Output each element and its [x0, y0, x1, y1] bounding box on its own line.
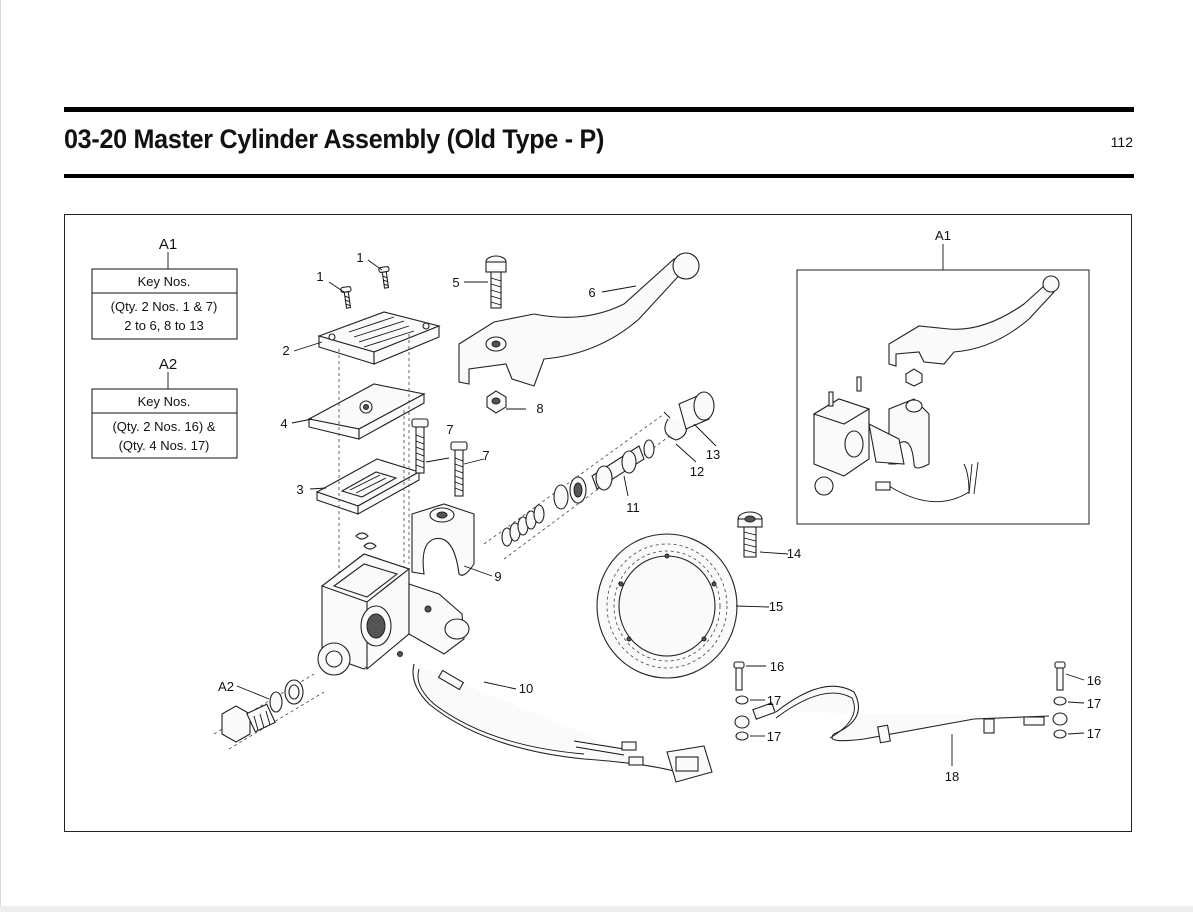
key-a2-label: A2	[159, 356, 177, 373]
callout-17-lower-right: 17	[1087, 726, 1101, 741]
key-table-a2: A2 Key Nos. (Qty. 2 Nos. 16) & (Qty. 4 N…	[91, 356, 238, 459]
callout-1-upper: 1	[356, 250, 363, 265]
callout-1-lower: 1	[316, 269, 323, 284]
callout-5: 5	[452, 275, 459, 290]
part-9-handlebar-clamp	[411, 503, 475, 576]
key-a1-label: A1	[159, 236, 177, 253]
part-18-brake-hose	[734, 685, 1068, 744]
callout-16-right: 16	[1087, 673, 1101, 688]
master-cylinder-body	[317, 553, 470, 676]
header-rule-top	[64, 107, 1134, 112]
part-13-dust-boot	[678, 391, 715, 430]
header-rule-bottom	[64, 174, 1134, 178]
part-2-reservoir-cap	[317, 311, 441, 365]
inset-a1-label: A1	[935, 228, 951, 243]
key-a1-line1: (Qty. 2 Nos. 1 & 7)	[111, 299, 218, 314]
callout-numbers: 1 1 2 4 3 5 6 8 7 7 13 12 11 9 10 14 15 …	[218, 250, 1101, 784]
key-a1-heading: Key Nos.	[138, 274, 191, 289]
part-17-sealing-washers	[735, 695, 1067, 741]
callout-9: 9	[494, 569, 501, 584]
leader-lines	[236, 259, 1085, 766]
inset-a1: A1	[796, 228, 1090, 525]
key-a2-line1: (Qty. 2 Nos. 16) &	[112, 419, 215, 434]
callout-17-upper-left: 17	[767, 693, 781, 708]
page-number: 112	[1110, 134, 1133, 150]
part-1-screws	[340, 266, 390, 309]
callout-2: 2	[282, 343, 289, 358]
callout-13: 13	[706, 447, 720, 462]
callout-6: 6	[588, 285, 595, 300]
spring	[501, 504, 545, 547]
callout-17-lower-left: 17	[767, 729, 781, 744]
part-15-brake-disc	[596, 533, 738, 679]
callout-3: 3	[296, 482, 303, 497]
key-table-a1: A1 Key Nos. (Qty. 2 Nos. 1 & 7) 2 to 6, …	[91, 236, 238, 340]
callout-a2: A2	[218, 679, 234, 694]
part-a2-banjo-bolt-set	[213, 673, 325, 750]
part-7-clamp-bolts	[411, 418, 468, 497]
callout-15: 15	[769, 599, 783, 614]
callout-10: 10	[519, 681, 533, 696]
callout-12: 12	[690, 464, 704, 479]
callout-14: 14	[787, 546, 801, 561]
key-a2-line2: (Qty. 4 Nos. 17)	[119, 438, 210, 453]
part-11-piston-kit	[483, 413, 680, 560]
callout-18: 18	[945, 769, 959, 784]
sheet-bottom-edge	[0, 906, 1193, 912]
part-16-banjo-bolts	[733, 661, 1066, 691]
part-14-disc-bolt	[737, 511, 763, 558]
part-4-diaphragm-plate	[307, 383, 426, 440]
key-a2-heading: Key Nos.	[138, 394, 191, 409]
part-5-pivot-bolt	[485, 255, 507, 309]
part-10-brake-switch-harness	[412, 663, 713, 783]
callout-16-left: 16	[770, 659, 784, 674]
callout-11: 11	[626, 500, 640, 515]
callout-17-upper-right: 17	[1087, 696, 1101, 711]
part-8-lever-nut	[486, 390, 507, 414]
key-a1-line2: 2 to 6, 8 to 13	[124, 318, 204, 333]
callout-7-right: 7	[482, 448, 489, 463]
callout-4: 4	[280, 416, 287, 431]
page-title: 03-20 Master Cylinder Assembly (Old Type…	[64, 124, 605, 154]
callout-8: 8	[536, 401, 543, 416]
diagram-frame	[64, 214, 1132, 832]
callout-7-left: 7	[446, 422, 453, 437]
sheet-left-edge	[0, 0, 1, 912]
exploded-parts-diagram: A1 Key Nos. (Qty. 2 Nos. 1 & 7) 2 to 6, …	[91, 228, 1101, 784]
part-6-brake-lever	[458, 252, 700, 387]
